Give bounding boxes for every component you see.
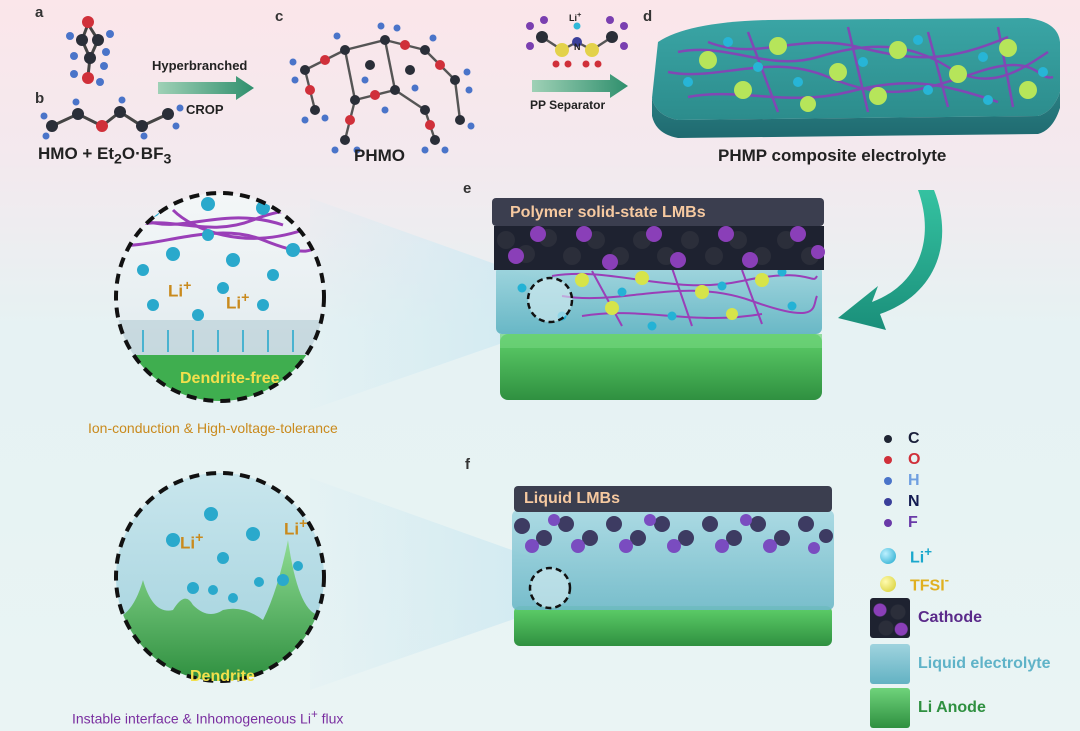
n-molecule-label: N [574,42,581,52]
zoom-li-label-2: Li+ [226,290,250,313]
li-molecule-label: Li+ [569,10,582,23]
zoom-beam-top [310,198,540,410]
panel-letter-d: d [643,8,653,25]
zoom-li-label-3: Li+ [180,530,204,553]
carbon-dot-icon [884,435,892,443]
zoom-beam-bottom [310,478,540,690]
legend-item-h: H [884,472,920,490]
polymer-banner: Polymer solid-state LMBs [510,204,706,221]
legend-item-f: F [884,514,918,532]
reaction-arrow-icon [158,76,254,100]
dendrite-free-label: Dendrite-free [180,370,280,387]
legend-item-liquid: Liquid electrolyte [870,644,1050,684]
dendrite-label: Dendrite [190,668,255,685]
li-ion-dot-icon [880,547,896,564]
hmo-molecule-icon [66,16,114,86]
arrow-bottom-label: CROP [186,102,224,117]
hydrogen-dot-icon [884,477,892,485]
legend-item-cathode: Cathode [870,598,982,638]
legend-item-c: C [884,430,920,448]
separator-arrow-icon [532,74,628,98]
curved-arrow-icon [838,190,943,330]
litfsi-molecule-icon [526,16,628,68]
panel-letter-a: a [35,4,44,21]
legend-item-anode: Li Anode [870,688,986,728]
zoom-li-label-4: Li+ [284,516,308,539]
zoom-circle-dendrite [114,471,326,683]
polymer-battery-stack [492,198,825,400]
liquid-swatch-icon [870,644,910,684]
anode-swatch-icon [870,688,910,728]
bottom-caption: Instable interface & Inhomogeneous Li+ f… [72,708,344,727]
nitrogen-dot-icon [884,498,892,506]
panel-letter-b: b [35,90,45,107]
ether-molecule-icon [40,96,184,140]
product-label: PHMO [354,146,405,165]
phmo-molecule-icon [289,22,475,154]
separator-label: PP Separator [530,98,606,112]
reagents-label: HMO + Et2O·BF3 [38,144,172,168]
panel-letter-f: f [465,456,470,473]
fluorine-dot-icon [884,519,892,527]
liquid-battery-stack [512,486,834,646]
legend-item-o: O [884,451,920,469]
arrow-top-label: Hyperbranched [152,58,248,73]
zoom-li-label-1: Li+ [168,278,192,301]
panel-letter-c: c [275,8,284,25]
cathode-swatch-icon [870,598,910,638]
zoom-circle-dendrite-free [114,191,326,403]
liquid-banner: Liquid LMBs [524,490,620,507]
composite-electrolyte-slab [652,18,1060,138]
tfsi-dot-icon [880,575,896,592]
legend-item-li: Li+ [880,544,932,567]
panel-letter-e: e [463,180,472,197]
legend-item-n: N [884,493,920,511]
oxygen-dot-icon [884,456,892,464]
legend-item-tfsi: TFSI- [880,572,949,595]
composite-label: PHMP composite electrolyte [718,146,947,165]
middle-caption: Ion-conduction & High-voltage-tolerance [88,420,338,436]
